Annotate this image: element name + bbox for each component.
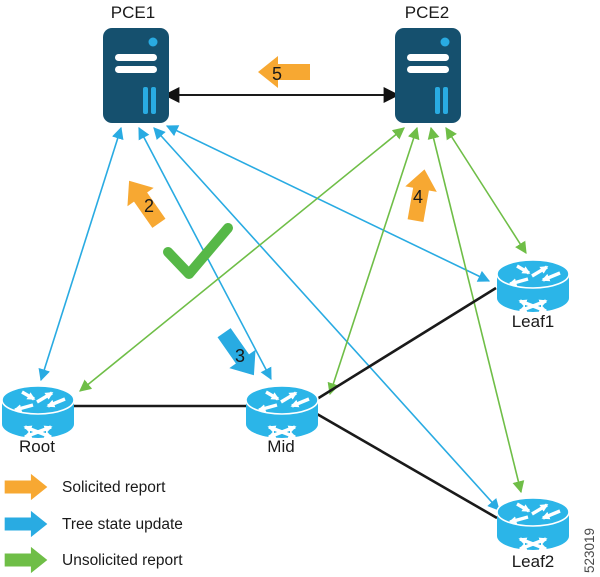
edge-blue-pce1-root: [38, 126, 124, 382]
node-mid: Mid: [246, 386, 318, 456]
node-label-pce2: PCE2: [405, 3, 449, 22]
step-label-5: 5: [272, 64, 282, 84]
edge-green-pce2-leaf2: [427, 126, 525, 494]
legend-label-solicited: Solicited report: [62, 479, 166, 496]
legend-row-solicited: Solicited report: [4, 473, 166, 501]
unsolicited-report-edges: [79, 126, 527, 494]
edge-blue-pce1-leaf1: [165, 125, 491, 282]
step-label-3: 3: [235, 346, 245, 366]
node-leaf1: Leaf1: [497, 260, 569, 331]
link-mid-leaf1: [316, 286, 497, 401]
node-label-root: Root: [19, 437, 55, 456]
router-icon-root: [2, 386, 74, 438]
node-pce1: PCE1: [103, 3, 169, 123]
router-icon-mid: [246, 386, 318, 438]
node-pce2: PCE2: [395, 3, 461, 123]
figure-number: 523019: [582, 528, 597, 573]
legend-row-unsolicited: Unsolicited report: [4, 546, 183, 574]
legend: Solicited report Tree state update Unsol…: [4, 473, 183, 574]
router-icon-leaf2: [497, 498, 569, 550]
node-label-leaf1: Leaf1: [512, 312, 555, 331]
server-icon-pce2: [395, 28, 461, 123]
edge-green-pce2-mid: [327, 126, 420, 396]
server-icon-pce1: [103, 28, 169, 123]
step-arrow-5-solicited: [258, 56, 310, 88]
step-label-2: 2: [144, 196, 154, 216]
step-label-4: 4: [413, 187, 423, 207]
nodes: PCE1 PCE2 Root Mid Leaf1 Leaf2: [2, 3, 569, 571]
node-leaf2: Leaf2: [497, 498, 569, 571]
node-label-pce1: PCE1: [111, 3, 155, 22]
unsolicited-report-arrow-icon: [4, 546, 48, 574]
tree-state-update-arrow-icon: [4, 510, 48, 538]
step-markers: 5 2 3 4: [115, 56, 441, 385]
node-label-mid: Mid: [267, 437, 294, 456]
legend-label-tree-state: Tree state update: [62, 516, 183, 533]
node-root: Root: [2, 386, 74, 456]
link-mid-leaf2: [316, 412, 498, 520]
checkmark-icon: [163, 223, 233, 279]
legend-label-unsolicited: Unsolicited report: [62, 552, 183, 569]
router-icon-leaf1: [497, 260, 569, 312]
legend-row-tree-state: Tree state update: [4, 510, 183, 538]
solicited-report-arrow-icon: [4, 473, 48, 501]
physical-links: [74, 87, 498, 520]
node-label-leaf2: Leaf2: [512, 552, 555, 571]
